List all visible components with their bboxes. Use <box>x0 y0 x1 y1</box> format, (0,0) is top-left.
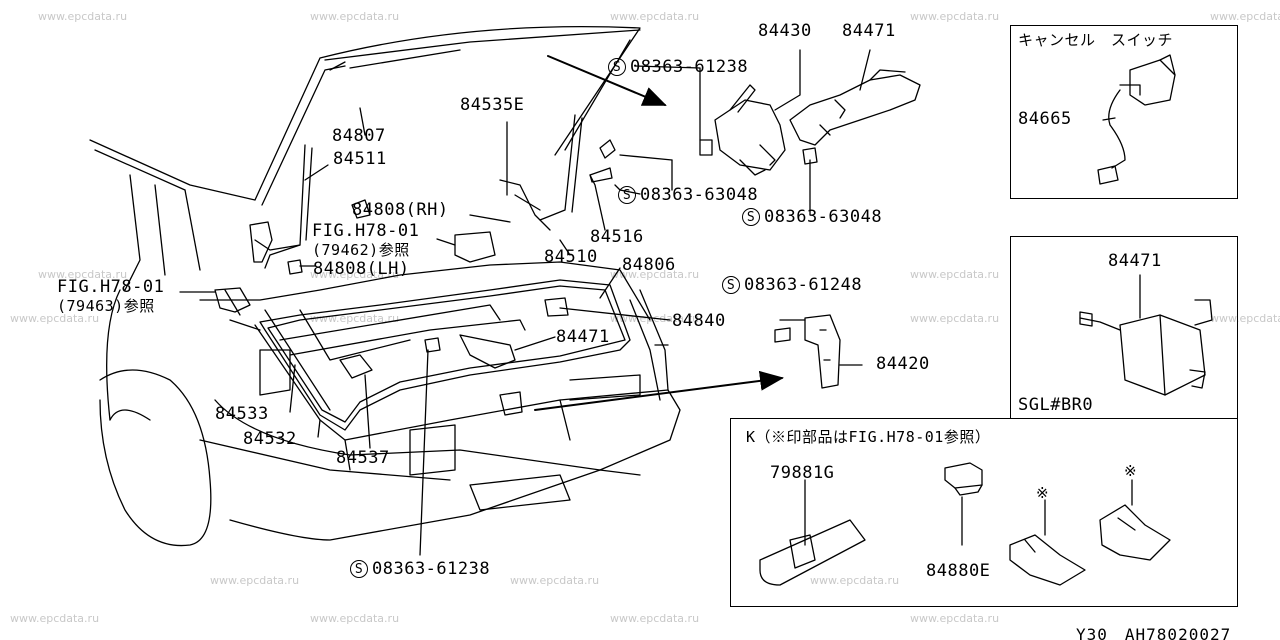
part-label-84471: 84471 <box>556 327 610 347</box>
s-symbol-icon: S <box>742 208 760 226</box>
k-panel-art <box>759 462 1171 586</box>
hinge-84420 <box>774 314 841 389</box>
part-label-84807: 84807 <box>332 126 386 146</box>
s-symbol-icon: S <box>722 276 740 294</box>
s-symbol-icon: S <box>618 186 636 204</box>
watermark: www.epcdata.ru <box>1210 312 1280 325</box>
car-body <box>89 139 681 547</box>
watermark: www.epcdata.ru <box>910 10 1000 23</box>
s-symbol-icon: S <box>608 58 626 76</box>
watermark: www.epcdata.ru <box>610 10 700 23</box>
part-label-84510: 84510 <box>544 247 598 267</box>
part-label-84532: 84532 <box>243 429 297 449</box>
part-label-84880e: 84880E <box>926 561 991 581</box>
lid-stays <box>254 114 583 269</box>
watermark: www.epcdata.ru <box>610 268 700 281</box>
cancel-switch-art <box>1097 54 1176 185</box>
watermark: www.epcdata.ru <box>38 10 128 23</box>
reference-mark: ※ <box>1036 484 1050 502</box>
k-panel-title: K（※印部品はFIG.H78-01参照） <box>746 428 991 446</box>
part-label-84535e: 84535E <box>460 95 525 115</box>
part-label-84533: 84533 <box>215 404 269 424</box>
part-label-84471: 84471 <box>1108 251 1162 271</box>
part-label-84537: 84537 <box>336 448 390 468</box>
watermark: www.epcdata.ru <box>610 612 700 625</box>
part-label-84516: 84516 <box>590 227 644 247</box>
k-panel <box>730 418 1238 607</box>
part-label-84511: 84511 <box>333 149 387 169</box>
leader-lines <box>179 49 871 556</box>
watermark: www.epcdata.ru <box>310 312 400 325</box>
part-label-84471: 84471 <box>842 21 896 41</box>
watermark: www.epcdata.ru <box>310 268 400 281</box>
watermark: www.epcdata.ru <box>10 612 100 625</box>
watermark: www.epcdata.ru <box>910 612 1000 625</box>
watermark: www.epcdata.ru <box>510 574 600 587</box>
diagram-code: Y30 AH78020027 <box>1076 625 1232 640</box>
actuator-art <box>1079 274 1213 396</box>
fig-ref-79463: (79463)参照 <box>57 297 155 315</box>
fig-ref-79462: (79462)参照 <box>312 241 410 259</box>
hinge-brackets <box>214 221 569 317</box>
watermark: www.epcdata.ru <box>38 268 128 281</box>
latch-assembly <box>589 69 921 183</box>
watermark: www.epcdata.ru <box>910 312 1000 325</box>
cancel-switch-panel <box>1010 25 1238 199</box>
part-label-84420: 84420 <box>876 354 930 374</box>
sgl-caption: SGL#BR0 <box>1018 395 1094 415</box>
watermark: www.epcdata.ru <box>210 574 300 587</box>
part-label-84665: 84665 <box>1018 109 1072 129</box>
trunk-components <box>287 199 523 416</box>
trunk-lid <box>254 25 641 206</box>
cancel-switch-title: キャンセル スイッチ <box>1018 31 1174 49</box>
watermark: www.epcdata.ru <box>910 268 1000 281</box>
fig-ref-h78-01: FIG.H78-01 <box>57 277 165 297</box>
watermark: www.epcdata.ru <box>310 10 400 23</box>
part-label-84840: 84840 <box>672 311 726 331</box>
part-label-79881g: 79881G <box>770 463 835 483</box>
part-label-84808-rh: 84808(RH) <box>352 200 449 220</box>
part-label-84808-lh: 84808(LH) <box>313 259 410 279</box>
fig-ref-h78-01: FIG.H78-01 <box>312 221 420 241</box>
part-label-84430: 84430 <box>758 21 812 41</box>
part-label-84806: 84806 <box>622 255 676 275</box>
watermark: www.epcdata.ru <box>310 612 400 625</box>
watermark: www.epcdata.ru <box>10 312 100 325</box>
reference-mark: ※ <box>1124 462 1138 480</box>
watermark: www.epcdata.ru <box>810 574 900 587</box>
s-symbol-icon: S <box>350 560 368 578</box>
watermark: www.epcdata.ru <box>1210 10 1280 23</box>
